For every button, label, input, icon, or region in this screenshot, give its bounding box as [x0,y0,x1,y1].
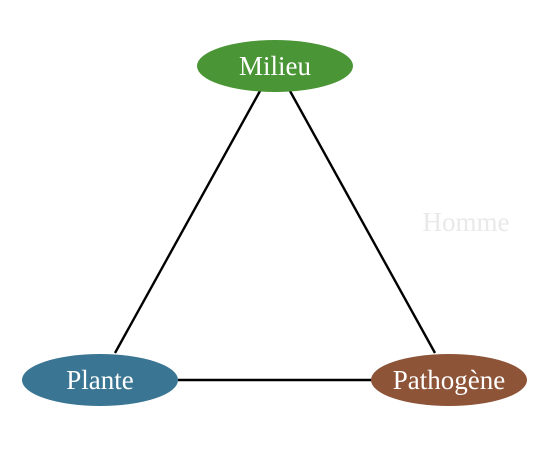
node-plante: Plante [22,354,178,406]
node-milieu-label: Milieu [239,51,311,81]
node-milieu-shape [197,40,353,92]
node-pathogene-shape [371,354,527,406]
node-pathogene-label: Pathogène [393,365,505,395]
node-pathogene: Pathogène [371,354,527,406]
node-plante-shape [22,354,178,406]
node-homme-label: Homme [423,207,510,237]
edge-milieu-pathogene [288,90,437,354]
node-plante-label: Plante [66,365,134,395]
node-milieu: Milieu [197,40,353,92]
edge-milieu-plante [113,90,262,354]
